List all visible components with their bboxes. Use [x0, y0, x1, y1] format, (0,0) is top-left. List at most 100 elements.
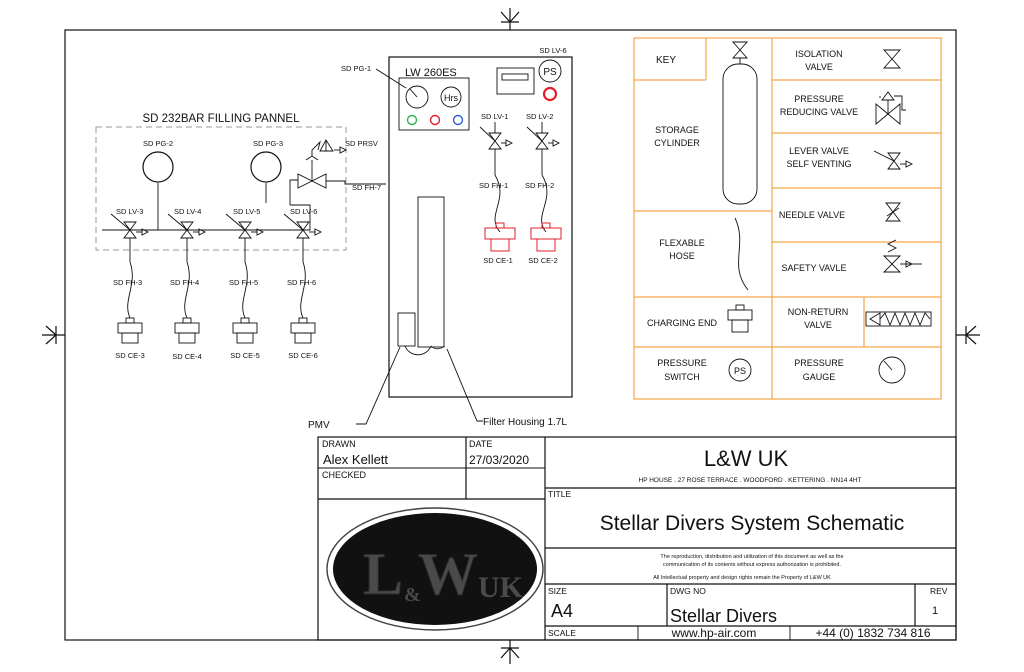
label-ce5: SD CE-5	[230, 351, 260, 360]
key-storage-line1: STORAGE	[655, 125, 699, 135]
drawn-value: Alex Kellett	[323, 452, 388, 467]
hour-meter	[440, 86, 462, 108]
key-safety-valve: SAFETY VAVLE	[781, 263, 846, 273]
label-lv5: SD LV-5	[233, 207, 260, 216]
dwg-value: Stellar Divers	[670, 606, 777, 626]
size-label: SIZE	[548, 586, 567, 596]
phone-number: +44 (0) 1832 734 816	[815, 626, 930, 640]
drawing-title: Stellar Divers System Schematic	[600, 512, 905, 535]
label-lv3: SD LV-3	[116, 207, 143, 216]
center-mark-top	[500, 8, 520, 30]
label-fh7: SD FH-7	[352, 183, 381, 192]
pressure-switch	[538, 59, 562, 83]
stop-button	[429, 114, 441, 126]
company-address: HP HOUSE . 27 ROSE TERRACE . WOODFORD . …	[639, 477, 862, 484]
date-label: DATE	[469, 439, 492, 449]
notice-line2: communication of its contents without ex…	[663, 562, 841, 568]
label-ce6: SD CE-6	[288, 351, 318, 360]
title-block-border	[317, 436, 957, 641]
label-lv4: SD LV-4	[174, 207, 201, 216]
label-fh5: SD FH-5	[229, 278, 258, 287]
key-charging-end: CHARGING END	[647, 318, 718, 328]
svg-text:L: L	[363, 541, 403, 607]
rev-label: REV	[930, 586, 948, 596]
pressure-maintaining-valve	[397, 312, 416, 347]
needle-valve-symbol	[885, 202, 901, 222]
pressure-gauge-pg1	[405, 85, 429, 109]
center-mark-left	[42, 325, 65, 345]
flexible-hose-fh1	[494, 174, 501, 233]
scale-label: SCALE	[548, 628, 576, 638]
center-mark-right	[956, 325, 980, 345]
charging-end-ce4	[174, 317, 200, 344]
pressure-reducing-valve-symbol	[875, 91, 906, 125]
key-nrv-line1: NON-RETURN	[788, 307, 849, 317]
key-ps-line2: SWITCH	[664, 372, 700, 382]
manifold-pipe	[102, 204, 311, 231]
emergency-stop	[542, 86, 558, 102]
flexible-hose-fh3	[127, 261, 133, 319]
svg-text:W: W	[418, 541, 478, 607]
label-ce3: SD CE-3	[115, 351, 145, 360]
lever-valve-lv2	[526, 122, 561, 175]
reset-button	[452, 114, 464, 126]
size-value: A4	[551, 601, 573, 621]
display-screen	[496, 67, 535, 95]
label-pmv: PMV	[308, 420, 330, 431]
isolation-valve-symbol	[882, 49, 902, 69]
pressure-switch-label: PS	[543, 67, 557, 78]
notice-line3: All Intellectual property and design rig…	[653, 575, 831, 581]
label-fh6: SD FH-6	[287, 278, 316, 287]
key-prv-line2: REDUCING VALVE	[780, 107, 858, 117]
label-pg1: SD PG-1	[341, 64, 371, 73]
lever-valve-symbol	[873, 150, 914, 170]
key-lever-line2: SELF VENTING	[786, 159, 851, 169]
label-fh1: SD FH-1	[479, 181, 508, 190]
flexible-hose-fh5	[242, 261, 248, 319]
svg-text:&: &	[404, 584, 421, 606]
key-nrv-line2: VALVE	[804, 320, 832, 330]
hour-meter-label: Hrs	[444, 93, 458, 103]
compressor-cabinet	[388, 56, 573, 398]
key-hose-line2: HOSE	[669, 251, 695, 261]
label-pg2: SD PG-2	[143, 139, 173, 148]
dwg-label: DWG NO	[670, 586, 706, 596]
title-block: DRAWN Alex Kellett DATE 27/03/2020 CHECK…	[317, 436, 957, 641]
charging-end-symbol	[727, 304, 753, 333]
charging-end-ce6	[290, 317, 316, 344]
charging-end-ce5	[232, 317, 258, 344]
label-ce4: SD CE-4	[172, 352, 202, 361]
pressure-reducing-safety-valve	[289, 139, 386, 205]
label-prsv: SD PRSV	[345, 139, 378, 148]
key-storage-line2: CYLINDER	[654, 138, 700, 148]
safety-valve-symbol	[882, 239, 922, 273]
pressure-switch-symbol	[728, 358, 752, 382]
key-prv-line1: PRESSURE	[794, 94, 844, 104]
label-ce1: SD CE-1	[483, 256, 513, 265]
flexible-hose-fh4	[184, 261, 190, 319]
company-name: L&W UK	[704, 446, 789, 471]
filling-panel-boundary	[95, 126, 347, 251]
key-lever-line1: LEVER VALVE	[789, 146, 849, 156]
non-return-valve-symbol	[865, 311, 932, 327]
label-pg3: SD PG-3	[253, 139, 283, 148]
key-gauge-line2: GAUGE	[803, 372, 836, 382]
label-fh4: SD FH-4	[170, 278, 199, 287]
key-border	[633, 37, 942, 400]
company-logo: L & W UK	[326, 507, 544, 631]
label-filter: Filter Housing 1.7L	[483, 417, 567, 428]
lever-valve-lv3	[110, 213, 150, 262]
checked-label: CHECKED	[322, 470, 367, 480]
flexible-hose-fh2	[541, 174, 548, 233]
svg-text:UK: UK	[478, 571, 524, 604]
filter-leader	[446, 348, 483, 422]
start-button	[406, 114, 418, 126]
legend-key: KEY STORAGE CYLINDER FLEXABLE HOSE CHARG…	[633, 37, 942, 400]
title-label: TITLE	[548, 489, 571, 499]
flexible-hose-symbol	[734, 217, 749, 291]
date-value: 27/03/2020	[469, 453, 529, 467]
key-title: KEY	[656, 55, 676, 66]
label-lv2: SD LV-2	[526, 112, 553, 121]
